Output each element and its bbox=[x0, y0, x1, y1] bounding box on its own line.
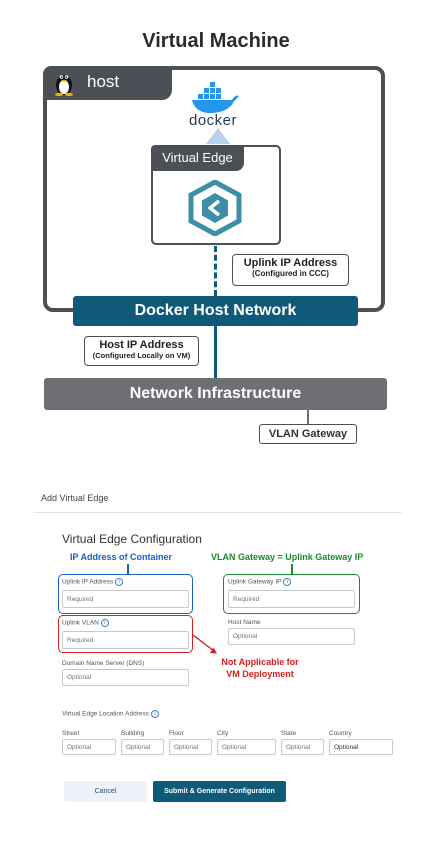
host-name-label: Host Name bbox=[228, 619, 261, 626]
virtual-edge-logo-icon bbox=[188, 179, 242, 241]
virtual-edge-label: Virtual Edge bbox=[162, 150, 233, 165]
vlan-connector bbox=[307, 410, 309, 424]
host-label: host bbox=[87, 72, 120, 91]
city-label: City bbox=[217, 730, 229, 737]
docker-host-network-bar: Docker Host Network bbox=[73, 296, 358, 326]
virtual-edge-header bbox=[151, 145, 244, 171]
host-ip-note: (Configured Locally on VM) bbox=[92, 351, 191, 360]
uplink-ip-callout: Uplink IP Address (Configured in CCC) bbox=[232, 254, 349, 286]
diagram-title: Virtual Machine bbox=[142, 30, 290, 52]
annotation-red-frame bbox=[58, 615, 193, 653]
annotation-green-frame bbox=[223, 574, 360, 614]
state-label: State bbox=[281, 730, 297, 737]
cancel-button[interactable]: Cancel bbox=[64, 781, 147, 802]
submit-generate-button[interactable]: Submit & Generate Configuration bbox=[153, 781, 286, 802]
network-infrastructure-bar: Network Infrastructure bbox=[44, 378, 387, 410]
dns-input[interactable] bbox=[62, 669, 189, 686]
floor-label: Floor bbox=[169, 730, 184, 737]
form-divider bbox=[34, 512, 402, 513]
floor-input[interactable] bbox=[169, 739, 212, 755]
annotation-not-applicable-line1: Not Applicable for bbox=[221, 657, 299, 667]
host-ip-title: Host IP Address bbox=[99, 339, 184, 351]
annotation-not-applicable-line2: VM Deployment bbox=[226, 669, 294, 679]
uplink-gateway-ip-input[interactable] bbox=[228, 590, 355, 608]
building-label: Building bbox=[121, 730, 145, 737]
info-icon[interactable]: i bbox=[150, 710, 159, 718]
annotation-green-connector bbox=[291, 564, 293, 574]
form-heading: Add Virtual Edge bbox=[41, 493, 109, 503]
info-icon[interactable]: i bbox=[100, 619, 109, 627]
annotation-blue-frame bbox=[58, 574, 193, 614]
arrow-up-icon bbox=[206, 128, 230, 144]
docker-label: docker bbox=[188, 112, 238, 129]
uplink-vlan-input[interactable] bbox=[62, 631, 189, 649]
uplink-ip-note: (Configured in CCC) bbox=[252, 269, 329, 278]
building-input[interactable] bbox=[121, 739, 164, 755]
uplink-ip-input[interactable] bbox=[62, 590, 189, 608]
country-label: Country bbox=[329, 730, 352, 737]
vlan-gateway-callout: VLAN Gateway bbox=[259, 424, 357, 444]
annotation-not-applicable: Not Applicable for VM Deployment bbox=[210, 656, 310, 680]
annotation-vlan-gateway: VLAN Gateway = Uplink Gateway IP bbox=[211, 552, 364, 562]
state-input[interactable] bbox=[281, 739, 324, 755]
docker-whale-icon bbox=[188, 80, 240, 119]
info-icon[interactable]: i bbox=[115, 578, 124, 586]
annotation-blue-connector bbox=[127, 564, 129, 574]
host-name-input[interactable] bbox=[228, 628, 355, 645]
uplink-ip-title: Uplink IP Address bbox=[243, 257, 338, 269]
uplink-dashed-connector bbox=[214, 246, 217, 296]
linux-tux-icon bbox=[52, 70, 76, 101]
annotation-red-arrow bbox=[192, 634, 217, 654]
info-icon[interactable]: i bbox=[283, 578, 292, 586]
host-ip-callout: Host IP Address (Configured Locally on V… bbox=[84, 336, 199, 366]
dns-label: Domain Name Server (DNS) bbox=[62, 660, 145, 667]
annotation-ip-container: IP Address of Container bbox=[70, 552, 173, 562]
city-input[interactable] bbox=[217, 739, 276, 755]
host-network-connector bbox=[214, 326, 217, 378]
section-title: Virtual Edge Configuration bbox=[62, 532, 202, 546]
street-input[interactable] bbox=[62, 739, 116, 755]
country-input[interactable] bbox=[329, 739, 393, 755]
street-label: Street bbox=[62, 730, 80, 737]
